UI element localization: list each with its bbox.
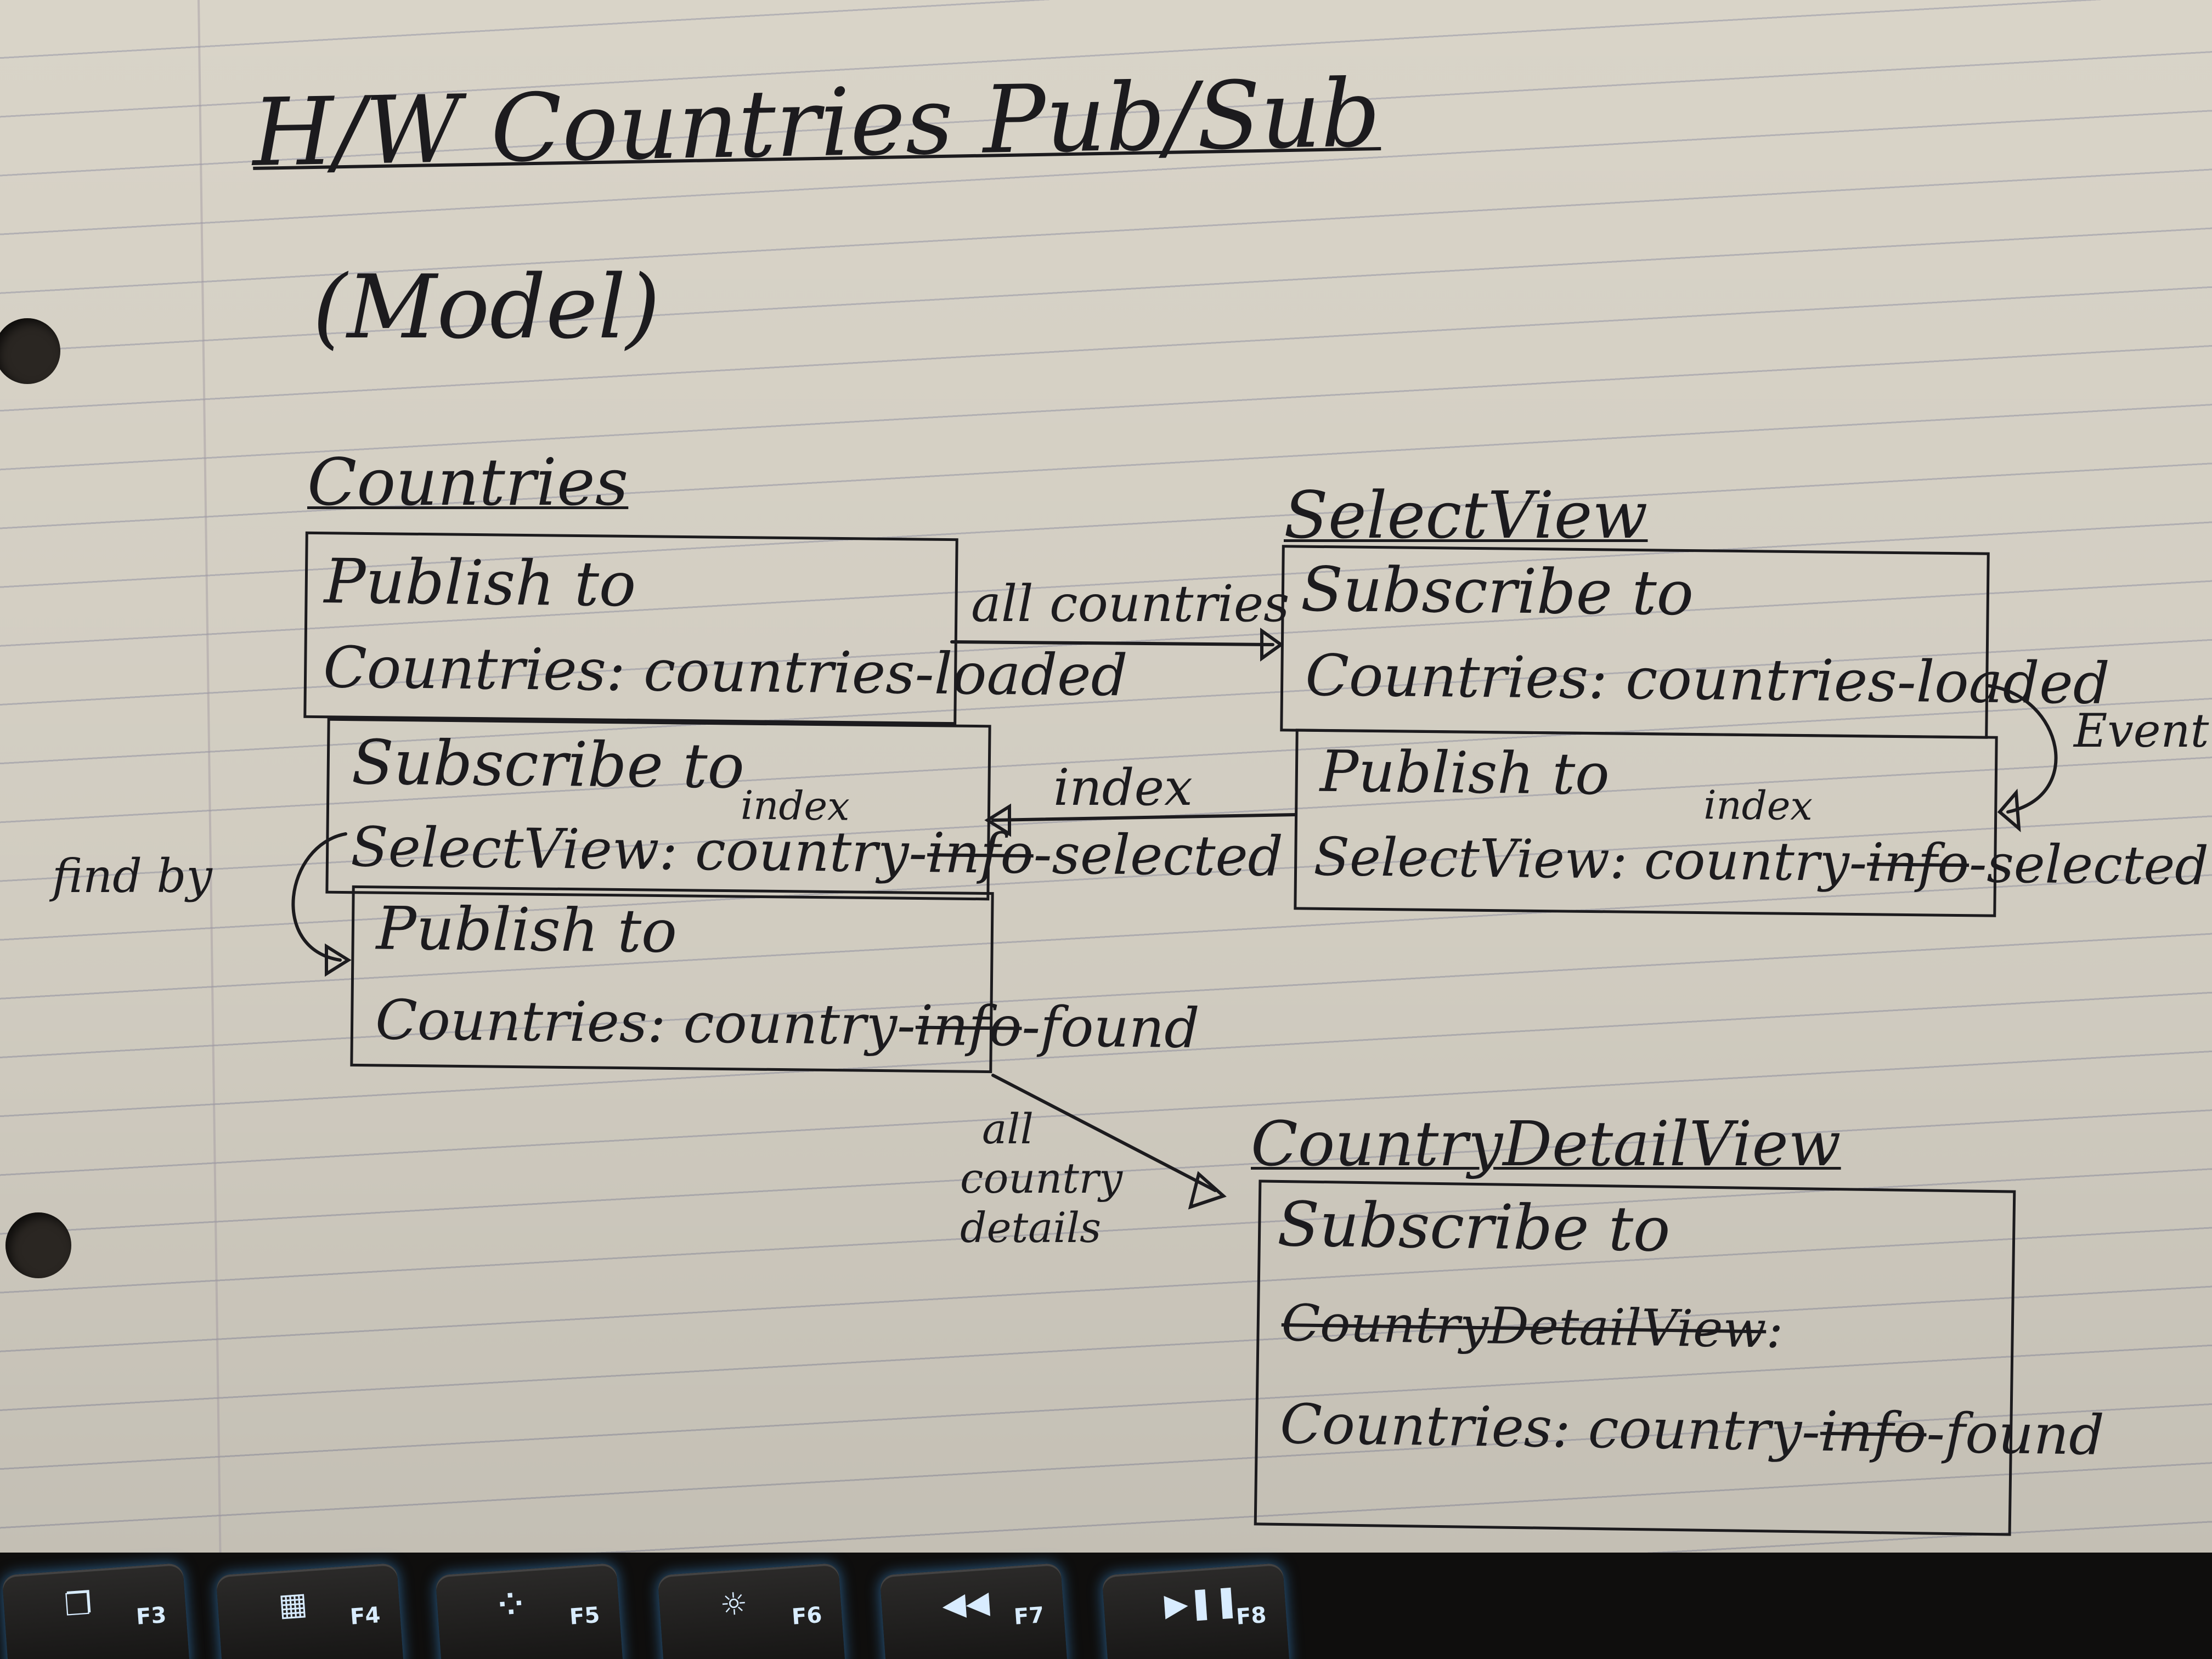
select-view-subscribe-topic: Countries: countries-loaded bbox=[1305, 641, 2111, 718]
all-country-details-line3: details bbox=[960, 1203, 1102, 1252]
key-f6[interactable]: ☼ F6 bbox=[657, 1562, 846, 1659]
country-detail-view-struck-line: CountryDetailView: bbox=[1281, 1294, 1784, 1359]
countries-title: Countries bbox=[307, 444, 629, 520]
countries-publish-found-section: Publish to Countries: country-info-found bbox=[350, 885, 1200, 1074]
struck-text: info bbox=[915, 993, 1023, 1059]
key-f4[interactable]: ▦ F4 bbox=[216, 1562, 404, 1659]
countries-publish-section: Publish to Countries: countries-loaded bbox=[303, 531, 1128, 725]
select-view-publish-heading: Publish to bbox=[1319, 737, 1610, 808]
struck-text: CountryDetailView bbox=[1281, 1294, 1767, 1359]
countries-subscribe-topic: SelectView: country-info-selected bbox=[350, 815, 1284, 889]
binder-hole bbox=[5, 1212, 71, 1278]
key-f7[interactable]: ◀◀ F7 bbox=[879, 1562, 1068, 1659]
all-country-details-line2: country bbox=[960, 1154, 1123, 1203]
all-countries-label: all countries bbox=[971, 574, 1290, 633]
find-by-label: find by bbox=[52, 849, 212, 903]
countries-publish-topic: Countries: countries-loaded bbox=[323, 634, 1128, 709]
country-detail-view-title: CountryDetailView bbox=[1251, 1109, 1841, 1180]
struck-text: info bbox=[927, 821, 1034, 887]
select-view-publish-section: Publish to index SelectView: country-inf… bbox=[1294, 729, 2209, 917]
key-f3[interactable]: ❐ F3 bbox=[2, 1562, 190, 1659]
binder-hole bbox=[0, 318, 60, 384]
backlight-up-icon: ☼ bbox=[719, 1585, 749, 1623]
countries-publish-found-heading: Publish to bbox=[376, 894, 678, 967]
country-detail-view-subscribe-section: Subscribe to CountryDetailView: Countrie… bbox=[1254, 1180, 2104, 1536]
page-subtitle: (Model) bbox=[313, 256, 661, 358]
event-label: Event bbox=[2074, 704, 2209, 758]
key-f5[interactable]: ⁘ F5 bbox=[435, 1562, 624, 1659]
country-detail-view-subscribe-topic: Countries: country-info-found bbox=[1279, 1391, 2105, 1468]
notebook-paper bbox=[0, 0, 2212, 1580]
select-view-subscribe-section: Subscribe to Countries: countries-loaded bbox=[1280, 545, 2110, 739]
app-grid-icon: ▦ bbox=[277, 1585, 309, 1623]
select-view-publish-topic: SelectView: country-info-selected bbox=[1313, 826, 2209, 897]
rewind-icon: ◀◀ bbox=[941, 1584, 991, 1623]
select-view-subscribe-heading: Subscribe to bbox=[1300, 554, 1694, 630]
struck-text: info bbox=[1866, 832, 1970, 895]
page-title: H/W Countries Pub/Sub bbox=[251, 59, 1381, 188]
all-country-details-line1: all bbox=[982, 1104, 1034, 1153]
key-f8[interactable]: ▶❚❚ F8 bbox=[1102, 1562, 1290, 1659]
backlight-down-icon: ⁘ bbox=[496, 1585, 525, 1623]
countries-subscribe-section: Subscribe to index SelectView: country-i… bbox=[325, 718, 1283, 901]
countries-publish-heading: Publish to bbox=[324, 546, 636, 621]
countries-subscribe-heading: Subscribe to bbox=[351, 727, 745, 803]
country-detail-view-subscribe-heading: Subscribe to bbox=[1277, 1188, 1671, 1266]
margin-line bbox=[198, 0, 222, 1580]
struck-text: info bbox=[1820, 1399, 1927, 1465]
countries-publish-found-topic: Countries: country-info-found bbox=[375, 988, 1200, 1061]
select-view-publish-insert: index bbox=[1703, 782, 1813, 830]
select-view-title: SelectView bbox=[1284, 477, 1648, 553]
task-view-icon: ❐ bbox=[63, 1585, 93, 1623]
play-pause-icon: ▶❚❚ bbox=[1163, 1582, 1241, 1623]
index-label: index bbox=[1053, 758, 1193, 817]
